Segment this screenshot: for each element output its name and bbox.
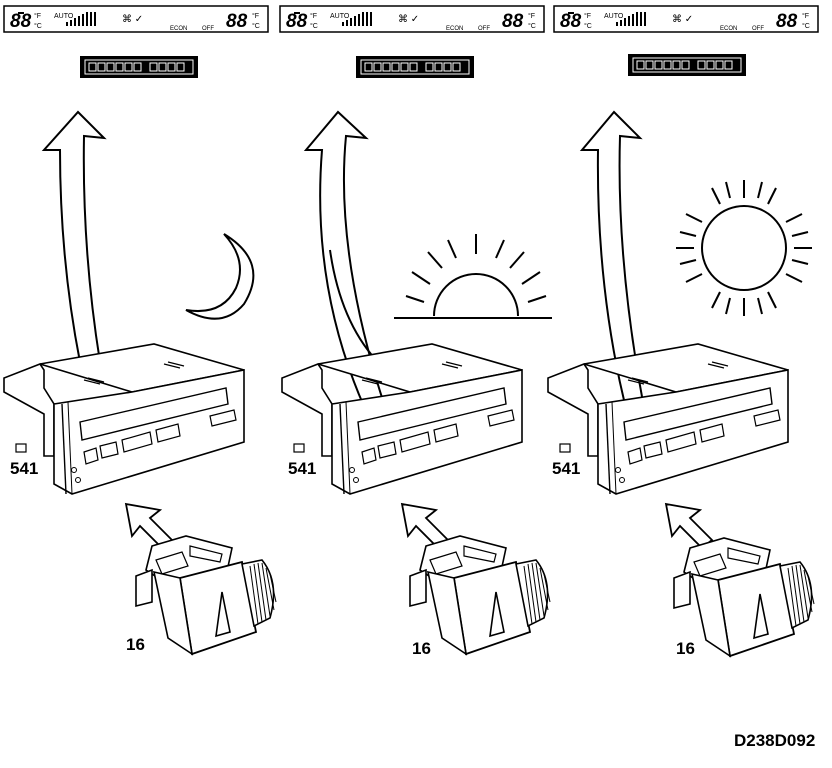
setting-sun-icon xyxy=(394,234,552,319)
svg-text:°F: °F xyxy=(584,12,591,20)
unit-label-1: 541 xyxy=(10,459,38,478)
svg-text:°C: °C xyxy=(584,22,592,30)
svg-text:°F: °F xyxy=(252,12,259,20)
light-arrow-1 xyxy=(41,110,107,363)
figure-code: D238D092 xyxy=(734,731,815,750)
svg-text:OFF: OFF xyxy=(478,26,490,32)
svg-text:°F: °F xyxy=(34,12,41,20)
svg-text:OFF: OFF xyxy=(752,26,764,32)
svg-text:AUTO: AUTO xyxy=(330,13,350,20)
fan-bars-icon xyxy=(66,12,96,26)
moon-icon xyxy=(185,233,255,320)
airflow-icon: ⌘ ✓ xyxy=(398,14,419,25)
svg-text:°F: °F xyxy=(802,12,809,20)
svg-text:°F: °F xyxy=(528,12,535,20)
svg-text:AUTO: AUTO xyxy=(54,13,74,20)
svg-text:88: 88 xyxy=(776,11,798,32)
switch-label-3: 16 xyxy=(676,639,695,658)
panel-2: 88 °F °C AUTO ⌘ ✓ ECON OFF 88 °F °C xyxy=(279,5,552,658)
airflow-icon: ⌘ ✓ xyxy=(672,14,693,25)
panel-3: 88 °F °C AUTO ⌘ ✓ ECON OFF 88 °F °C xyxy=(547,5,819,658)
switch-label-2: 16 xyxy=(412,639,431,658)
push-arrow-3 xyxy=(665,503,713,549)
control-unit-3 xyxy=(547,343,789,495)
svg-text:°F: °F xyxy=(310,12,317,20)
svg-text:°C: °C xyxy=(528,22,536,30)
switch-label-1: 16 xyxy=(126,635,145,654)
svg-text:°C: °C xyxy=(34,22,42,30)
svg-text:ECON: ECON xyxy=(446,26,463,32)
rotary-switch-1 xyxy=(135,535,277,655)
svg-text:88: 88 xyxy=(226,11,248,32)
control-unit-1 xyxy=(3,343,245,495)
unit-label-3: 541 xyxy=(552,459,580,478)
airflow-icon: ⌘ ✓ xyxy=(122,14,143,25)
svg-text:88: 88 xyxy=(560,11,582,32)
svg-text:AUTO: AUTO xyxy=(604,13,624,20)
rotary-switch-2 xyxy=(409,535,551,655)
fan-bars-icon xyxy=(616,12,646,26)
svg-text:°C: °C xyxy=(252,22,260,30)
rotary-switch-3 xyxy=(673,537,815,657)
panel-1: 88 °F °C AUTO ⌘ ✓ ECON OFF 88 °F °C 541 … xyxy=(3,5,277,655)
svg-text:OFF: OFF xyxy=(202,26,214,32)
svg-text:ECON: ECON xyxy=(170,26,187,32)
svg-text:88: 88 xyxy=(502,11,524,32)
svg-text:°C: °C xyxy=(802,22,810,30)
svg-text:88: 88 xyxy=(286,11,308,32)
svg-text:88: 88 xyxy=(10,11,32,32)
readout-3 xyxy=(627,53,747,77)
lcd-strip-2: 88 °F °C AUTO ⌘ ✓ ECON OFF 88 °F °C xyxy=(279,5,545,33)
svg-text:ECON: ECON xyxy=(720,26,737,32)
sun-icon xyxy=(676,180,812,316)
unit-label-2: 541 xyxy=(288,459,316,478)
light-arrow-2 xyxy=(303,110,394,434)
light-arrow-3 xyxy=(579,110,650,434)
lcd-strip-1: 88 °F °C AUTO ⌘ ✓ ECON OFF 88 °F °C xyxy=(3,5,269,33)
fan-bars-icon xyxy=(342,12,372,26)
readout-1 xyxy=(79,55,199,79)
svg-text:°C: °C xyxy=(310,22,318,30)
readout-2 xyxy=(355,55,475,79)
light-arrow-2-inner xyxy=(329,249,377,361)
lcd-strip-3: 88 °F °C AUTO ⌘ ✓ ECON OFF 88 °F °C xyxy=(553,5,819,33)
control-unit-2 xyxy=(281,343,523,495)
